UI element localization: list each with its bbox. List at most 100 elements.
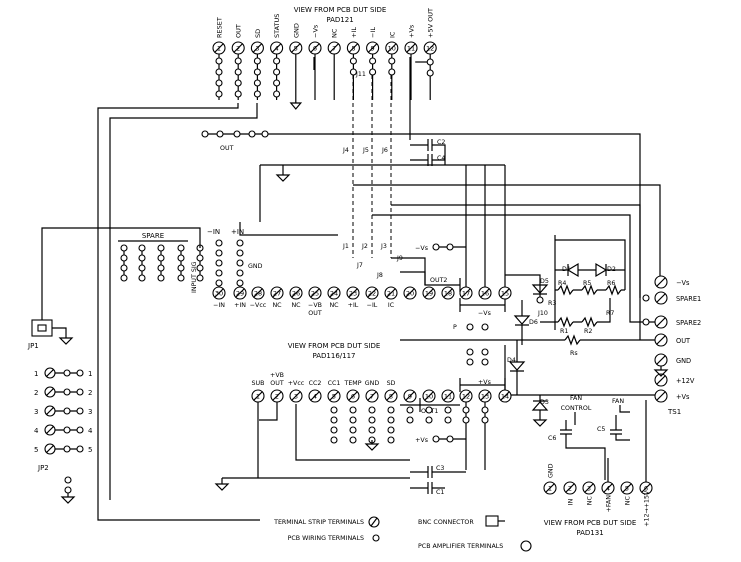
wire-spare2-bus	[372, 214, 660, 323]
pad116-lower-sub-pad	[387, 426, 395, 434]
gnd-symbol-d3	[532, 419, 548, 427]
pad131-label-6: +12→+15V	[644, 490, 651, 527]
jp2-row-right-5: 5	[88, 446, 92, 454]
neg-vs-label: −Vs	[415, 245, 428, 252]
spare-pad	[157, 254, 165, 262]
pad116-lower-wires	[257, 402, 278, 478]
pad116-bottom-label-9: IC	[388, 302, 395, 309]
spare-pad	[177, 274, 185, 282]
pad116-pin-26-slash	[291, 288, 301, 298]
pad121-label-3: SD	[254, 29, 262, 38]
pad116-pin-23-slash	[348, 288, 358, 298]
pad116-bottom-label-5: −VB	[308, 302, 322, 309]
neg-vs-bus	[459, 298, 506, 312]
pad116-lower-label-5: TEMP	[343, 380, 361, 387]
legend-bnc: BNC CONNECTOR	[418, 519, 474, 526]
spare-pad	[120, 264, 128, 272]
pad116-lower-sub-pad	[444, 406, 452, 414]
fan-label: FAN	[612, 398, 624, 405]
pad116-bottom-label-2: −Vcc	[250, 302, 267, 309]
pad116-lower-sub-pad	[387, 436, 395, 444]
pad116-lower-pin-13-slash	[480, 391, 490, 401]
pad116-bottom-label-3: NC	[272, 302, 282, 309]
pad116-lower-pin-8-slash	[386, 391, 396, 401]
spare-pad	[138, 244, 146, 252]
ts1-terminal-5-slash	[656, 355, 666, 365]
pad116-bottom-label-7: +IL	[348, 302, 359, 309]
fan-control-line2: CONTROL	[561, 405, 592, 412]
spare-pad	[157, 244, 165, 252]
pad116-lower-sub-pad	[349, 416, 357, 424]
pad121-label-7: NC	[331, 28, 339, 38]
jp2-pad	[63, 426, 71, 434]
jp2-pad	[76, 369, 84, 377]
label-j2: J2	[361, 243, 368, 250]
pad116-pin-20-slash	[405, 288, 415, 298]
plus-vs-bus-label: +Vs	[478, 379, 491, 386]
jp2-terminal-2-slash	[46, 388, 54, 396]
wire-r-network-top	[554, 235, 626, 330]
in-pad	[236, 239, 244, 247]
pad116-bottom-label-4: NC	[291, 302, 301, 309]
in-pad	[215, 239, 223, 247]
jp2-row-left-2: 2	[34, 389, 38, 397]
wire-r1-r2	[540, 298, 611, 323]
jp2-terminal-5-slash	[46, 445, 54, 453]
label-j7: J7	[356, 262, 363, 269]
jp2-terminal-3-slash	[46, 407, 54, 415]
pad116-pin-30-slash	[214, 288, 224, 298]
pad121-pin-9-slash	[367, 43, 378, 53]
jp1-bnc: JP1	[27, 319, 74, 350]
pad121-sub-pad	[253, 90, 261, 98]
ts1-terminal-3-slash	[656, 317, 666, 327]
pad116-lower-label-1: +VB	[270, 372, 284, 379]
label-r2: R2	[584, 328, 592, 335]
jp2-row-left-3: 3	[34, 408, 38, 416]
gnd-symbol-pin7	[364, 440, 380, 451]
pad116-lower-sub-pad	[406, 406, 414, 414]
pad116-lower-sub-pad	[444, 416, 452, 424]
cap-c5	[610, 415, 630, 441]
label-d6: D6	[529, 319, 538, 326]
label-r3: R3	[548, 300, 556, 307]
pad116-pin-27-slash	[272, 288, 282, 298]
label-j10: J10	[537, 310, 548, 317]
ts1-label-2: SPARE1	[676, 295, 701, 303]
pad121-label-4: STATUS	[273, 14, 281, 38]
label-c5: C5	[597, 426, 605, 433]
jp2-row-right-4: 4	[88, 427, 93, 435]
pad116-lower-label-6: GND	[365, 380, 380, 387]
label-d5: D5	[540, 278, 549, 285]
pad131-label-3: NC	[587, 495, 594, 505]
pad121-sub-pad	[253, 79, 261, 87]
jp2-row-right-3: 3	[88, 408, 92, 416]
pad121-pin-4-slash	[271, 43, 282, 53]
pad131-label-4: +FAN	[606, 495, 613, 513]
spare-pad	[196, 264, 204, 272]
legend-pcb-wiring: PCB WIRING TERMINALS	[288, 535, 364, 542]
pad131-wires	[607, 400, 647, 482]
pad116-bottom-label-6: NC	[329, 302, 339, 309]
pad121-sub-pad	[215, 90, 223, 98]
plus-vs-pads: +Vs	[415, 435, 466, 444]
in-pad	[215, 279, 223, 287]
label-c4: C4	[437, 155, 445, 162]
jp2-row-left-1: 1	[34, 370, 38, 378]
pad116-pin-17-slash	[461, 288, 471, 298]
pad121-label-12: +5V OUT	[427, 8, 435, 38]
pad131-label-1: GND	[548, 463, 555, 478]
pad121-sub-pad	[426, 69, 434, 77]
pad116-lower-label-0: SUB	[252, 380, 265, 387]
wire-d5-path	[505, 274, 541, 300]
pad116-lower-sub-pad	[387, 416, 395, 424]
pad121-sub-pad	[234, 68, 242, 76]
out-terminal-row: OUT	[201, 130, 270, 152]
pad121-pins: RESET1OUT2SD3STATUS4GND5−Vs6NC7+IL8−IL9I…	[212, 8, 437, 110]
resistor-r6	[605, 284, 622, 296]
pad116-lower-pin-9-slash	[405, 391, 415, 401]
spare-terminal-columns	[120, 239, 244, 287]
pad121-sub-pad	[273, 79, 281, 87]
pad116-lower-sub-pad	[330, 426, 338, 434]
pad116-lower-pin-2-slash	[272, 391, 282, 401]
pad116-bottom-label-1: +IN	[234, 302, 246, 309]
